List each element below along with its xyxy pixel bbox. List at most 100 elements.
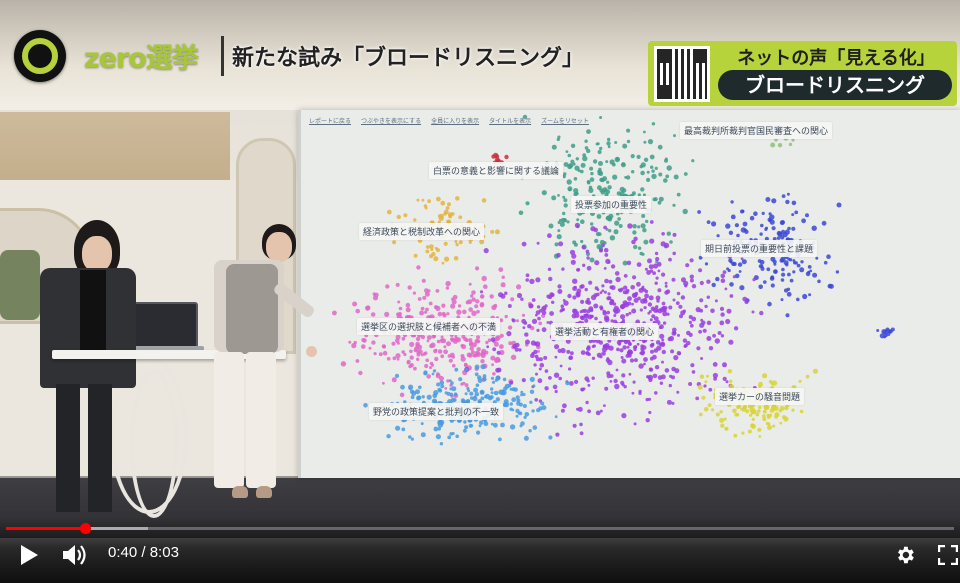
- scatter-point: [443, 241, 448, 246]
- scatter-point: [783, 416, 789, 422]
- scatter-point: [534, 398, 538, 402]
- scatter-point: [734, 273, 740, 279]
- scatter-point: [683, 280, 689, 286]
- scatter-point: [368, 346, 372, 350]
- scatter-point: [621, 358, 627, 364]
- scatter-point: [516, 284, 522, 290]
- toolbar-link-back: レポートに戻る: [309, 118, 352, 125]
- scatter-point: [567, 153, 572, 158]
- scatter-point: [529, 278, 535, 285]
- scatter-point: [525, 273, 530, 278]
- scatter-point: [615, 276, 621, 283]
- scatter-point: [592, 344, 596, 348]
- scatter-point: [627, 223, 633, 229]
- scatter-point: [476, 335, 480, 340]
- scatter-point: [471, 297, 476, 302]
- scatter-point: [523, 321, 528, 325]
- scatter-point: [425, 307, 429, 312]
- scatter-point: [468, 282, 472, 286]
- scatter-point: [547, 233, 552, 239]
- scatter-point: [372, 295, 379, 301]
- scatter-point: [554, 355, 558, 359]
- scatter-point: [719, 306, 725, 311]
- scatter-point: [491, 304, 497, 311]
- scatter-point: [711, 221, 717, 227]
- scatter-point: [766, 415, 771, 419]
- scatter-point: [658, 172, 663, 177]
- scatter-point: [580, 219, 585, 224]
- cluster-group: [464, 220, 764, 437]
- scatter-point: [490, 337, 496, 342]
- scatter-point: [772, 424, 776, 428]
- scatter-point: [627, 296, 632, 301]
- scatter-point: [764, 236, 769, 241]
- cluster-group: [876, 327, 895, 339]
- scatter-point: [669, 374, 673, 378]
- scatter-point: [648, 367, 653, 371]
- scatter-point: [499, 349, 505, 356]
- scatter-point: [524, 332, 529, 337]
- scatter-point: [632, 380, 636, 384]
- fullscreen-button[interactable]: [936, 540, 960, 570]
- scrub-handle[interactable]: [79, 523, 91, 534]
- scatter-point: [418, 385, 422, 390]
- scatter-point: [479, 303, 484, 308]
- scatter-point: [625, 175, 631, 180]
- scatter-point: [386, 434, 391, 439]
- scatter-point: [437, 422, 444, 428]
- scatter-point: [605, 160, 609, 164]
- scatter-point: [552, 384, 558, 390]
- progress-played: [6, 527, 85, 530]
- scatter-point: [713, 377, 717, 381]
- scatter-point: [557, 289, 563, 294]
- scatter-point: [787, 272, 791, 277]
- scatter-point: [655, 256, 660, 262]
- scatter-point: [686, 330, 691, 336]
- scatter-point: [536, 328, 540, 332]
- scatter-point: [623, 285, 628, 290]
- scatter-point: [419, 310, 425, 316]
- scatter-point: [421, 278, 426, 283]
- scatter-point: [548, 276, 553, 282]
- scatter-point: [557, 135, 561, 139]
- scatter-point: [560, 304, 565, 309]
- scatter-point: [403, 352, 407, 357]
- scatter-point: [688, 320, 692, 324]
- scatter-point: [391, 377, 397, 383]
- scatter-point: [660, 374, 666, 380]
- scatter-point: [781, 272, 786, 277]
- scatter-point: [622, 345, 627, 350]
- settings-button[interactable]: [890, 540, 920, 570]
- scatter-point: [643, 299, 648, 304]
- scatter-point: [646, 177, 651, 182]
- scatter-point: [480, 364, 486, 370]
- scatter-point: [447, 202, 451, 207]
- scatter-point: [828, 283, 834, 289]
- scatter-point: [560, 347, 566, 354]
- scatter-point: [439, 442, 444, 446]
- scatter-point: [674, 368, 680, 374]
- scatter-point: [601, 243, 605, 248]
- scatter-point: [438, 215, 444, 221]
- play-button[interactable]: [14, 540, 44, 570]
- scatter-point: [672, 203, 676, 207]
- progress-bar[interactable]: [6, 523, 954, 534]
- scatter-point: [620, 162, 626, 168]
- scatter-point: [440, 384, 445, 389]
- scatter-point: [606, 141, 611, 146]
- scatter-point: [398, 306, 403, 311]
- scatter-point: [672, 232, 677, 237]
- time-separator: /: [141, 544, 146, 561]
- scatter-point: [654, 166, 658, 170]
- scatter-point: [516, 292, 523, 299]
- scatter-point: [529, 389, 535, 394]
- scatter-point: [607, 137, 611, 142]
- scatter-point: [575, 191, 579, 196]
- scatter-point: [729, 379, 733, 383]
- scatter-point: [490, 391, 494, 395]
- scatter-point: [531, 298, 536, 302]
- scatter-point: [704, 262, 709, 266]
- mute-button[interactable]: [60, 540, 92, 570]
